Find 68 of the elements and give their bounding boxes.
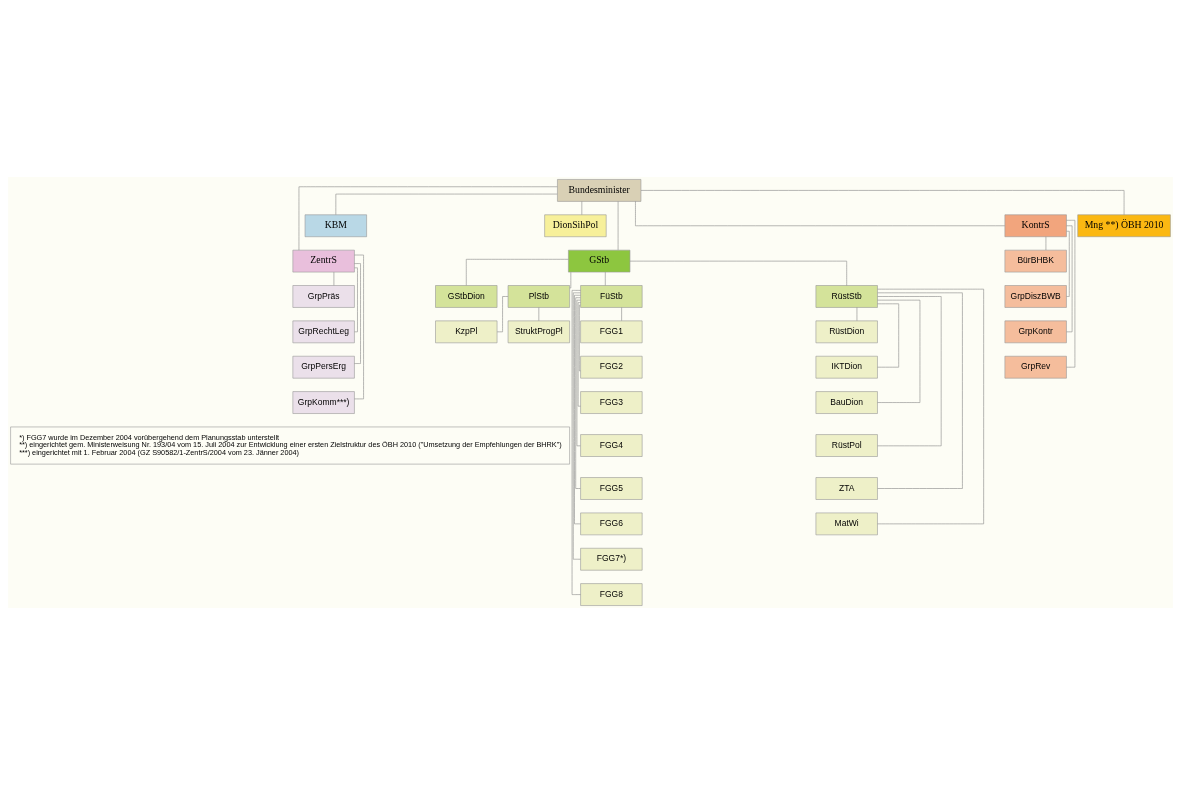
node-box: RüstStb: [815, 285, 878, 308]
connector: [1066, 219, 1076, 368]
connector: [576, 299, 581, 447]
connector: [333, 271, 335, 286]
node-box: GStb: [568, 249, 631, 273]
node-box: ZentrS: [292, 249, 355, 273]
node-box: PlStb: [507, 285, 570, 308]
node-box: RüstPol: [815, 434, 878, 457]
connector: [621, 307, 622, 322]
node-box: GrpRechtLeg: [292, 320, 355, 344]
node-box: GrpPräs: [292, 285, 355, 308]
connector: [298, 186, 558, 251]
connector: [354, 263, 361, 364]
node-box: GrpPersErg: [292, 355, 355, 379]
connector: [877, 292, 963, 489]
node-box: FüStb: [580, 285, 643, 308]
connector: [574, 294, 581, 525]
node-box: FGG2: [580, 355, 643, 379]
node-box: ZTA: [815, 477, 878, 500]
connector: [856, 307, 858, 322]
node-box: IKTDion: [815, 355, 878, 379]
connector: [581, 201, 583, 215]
node-box: GrpKontr: [1004, 320, 1067, 344]
connector: [640, 190, 1125, 216]
connector: [569, 271, 572, 289]
connector: [629, 260, 847, 286]
connector: [877, 296, 942, 447]
node-box: Mng **) ÖBH 2010: [1077, 214, 1171, 238]
connector: [354, 267, 358, 333]
connector: [1066, 225, 1073, 333]
node-box: FGG1: [580, 320, 643, 344]
connector: [335, 193, 558, 215]
connector: [877, 288, 984, 525]
connector: [877, 299, 921, 403]
connector: [635, 201, 1006, 227]
node-box: FGG5: [580, 477, 643, 500]
node-box: FGG7*): [580, 547, 643, 571]
node-box: GrpDiszBWB: [1004, 285, 1067, 308]
node-box: StruktProgPl: [507, 320, 570, 344]
connector: [538, 307, 540, 322]
node-box: GrpRev: [1004, 355, 1067, 379]
node-box: BauDion: [815, 391, 878, 414]
connector: [1066, 230, 1070, 297]
node-box: GrpKomm***): [292, 391, 355, 414]
node-box: KontrS: [1004, 214, 1067, 238]
connector: [577, 302, 581, 407]
node-box: BürBHBK: [1004, 249, 1067, 273]
connector: [575, 297, 581, 489]
connector: [572, 292, 581, 560]
connector: [617, 201, 619, 251]
node-box: Bundesminister: [557, 179, 642, 202]
connector: [354, 254, 364, 400]
node-box: FGG6: [580, 512, 643, 536]
node-box: RüstDion: [815, 320, 878, 344]
node-box: FGG8: [580, 583, 643, 606]
node-box: DionSihPol: [544, 214, 607, 238]
node-box: FGG4: [580, 434, 643, 457]
connector: [1045, 236, 1047, 251]
node-box: FGG3: [580, 391, 643, 414]
node-box: KzpPl: [435, 320, 498, 344]
connector: [571, 290, 581, 595]
node-box: MatWi: [815, 512, 878, 536]
connector: [604, 271, 606, 286]
connector: [466, 259, 569, 286]
node-box: KBM: [304, 214, 367, 238]
node-box: GStbDion: [435, 285, 498, 308]
connector: [877, 303, 899, 368]
connector: [579, 304, 581, 372]
